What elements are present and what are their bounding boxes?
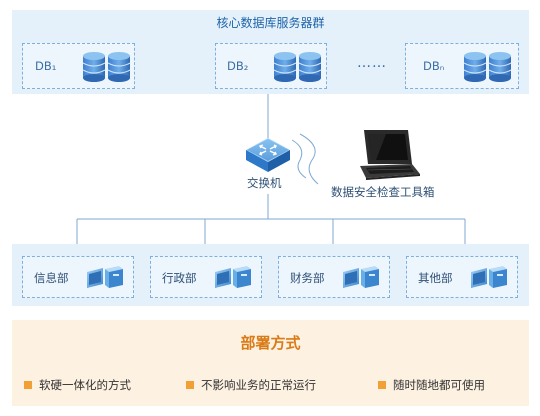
more-databases-ellipsis: ……	[357, 55, 387, 71]
database-label-1: DB₁	[35, 59, 57, 73]
feature-item: 随时随地都可使用	[378, 377, 485, 393]
switch-label: 交换机	[247, 176, 282, 190]
bullet-square-icon	[186, 381, 194, 389]
deployment-title: 部署方式	[240, 334, 301, 352]
server-panel: 核心数据库服务器群 DB₁ DB₂	[12, 10, 529, 94]
department-admin[interactable]: 行政部	[150, 256, 262, 298]
workstation-icon	[343, 266, 379, 288]
department-label: 行政部	[162, 271, 197, 285]
feature-text: 随时随地都可使用	[393, 378, 485, 392]
server-panel-title: 核心数据库服务器群	[216, 16, 325, 30]
switch-icon	[246, 138, 290, 172]
department-label: 财务部	[290, 271, 325, 285]
database-server-n[interactable]: DBₙ	[405, 43, 519, 89]
inspection-laptop[interactable]	[356, 128, 422, 182]
deployment-panel: 部署方式 软硬一体化的方式 不影响业务的正常运行 随时随地都可使用	[12, 320, 529, 406]
database-cylinders-icon	[463, 52, 512, 82]
department-label: 信息部	[34, 271, 69, 285]
feature-text: 软硬一体化的方式	[39, 378, 131, 392]
department-finance[interactable]: 财务部	[278, 256, 390, 298]
database-cylinders-icon	[82, 52, 131, 82]
workstation-icon	[471, 266, 507, 288]
database-label-n: DBₙ	[423, 59, 445, 73]
department-panel: 信息部 行政部 财务部 其他	[12, 244, 529, 306]
department-info[interactable]: 信息部	[22, 256, 134, 298]
bullet-square-icon	[24, 381, 32, 389]
network-switch[interactable]	[244, 136, 292, 176]
workstation-icon	[215, 266, 251, 288]
laptop-icon	[360, 130, 420, 180]
feature-item: 不影响业务的正常运行	[186, 377, 316, 393]
database-cylinders-icon	[273, 52, 322, 82]
inspection-tool-label: 数据安全检查工具箱	[331, 185, 435, 199]
department-label: 其他部	[418, 271, 453, 285]
database-label-2: DB₂	[227, 59, 249, 73]
feature-text: 不影响业务的正常运行	[201, 378, 316, 392]
bullet-square-icon	[378, 381, 386, 389]
database-server-2[interactable]: DB₂	[215, 43, 327, 89]
department-other[interactable]: 其他部	[406, 256, 518, 298]
database-server-1[interactable]: DB₁	[22, 43, 135, 89]
feature-item: 软硬一体化的方式	[24, 377, 131, 393]
workstation-icon	[87, 266, 123, 288]
